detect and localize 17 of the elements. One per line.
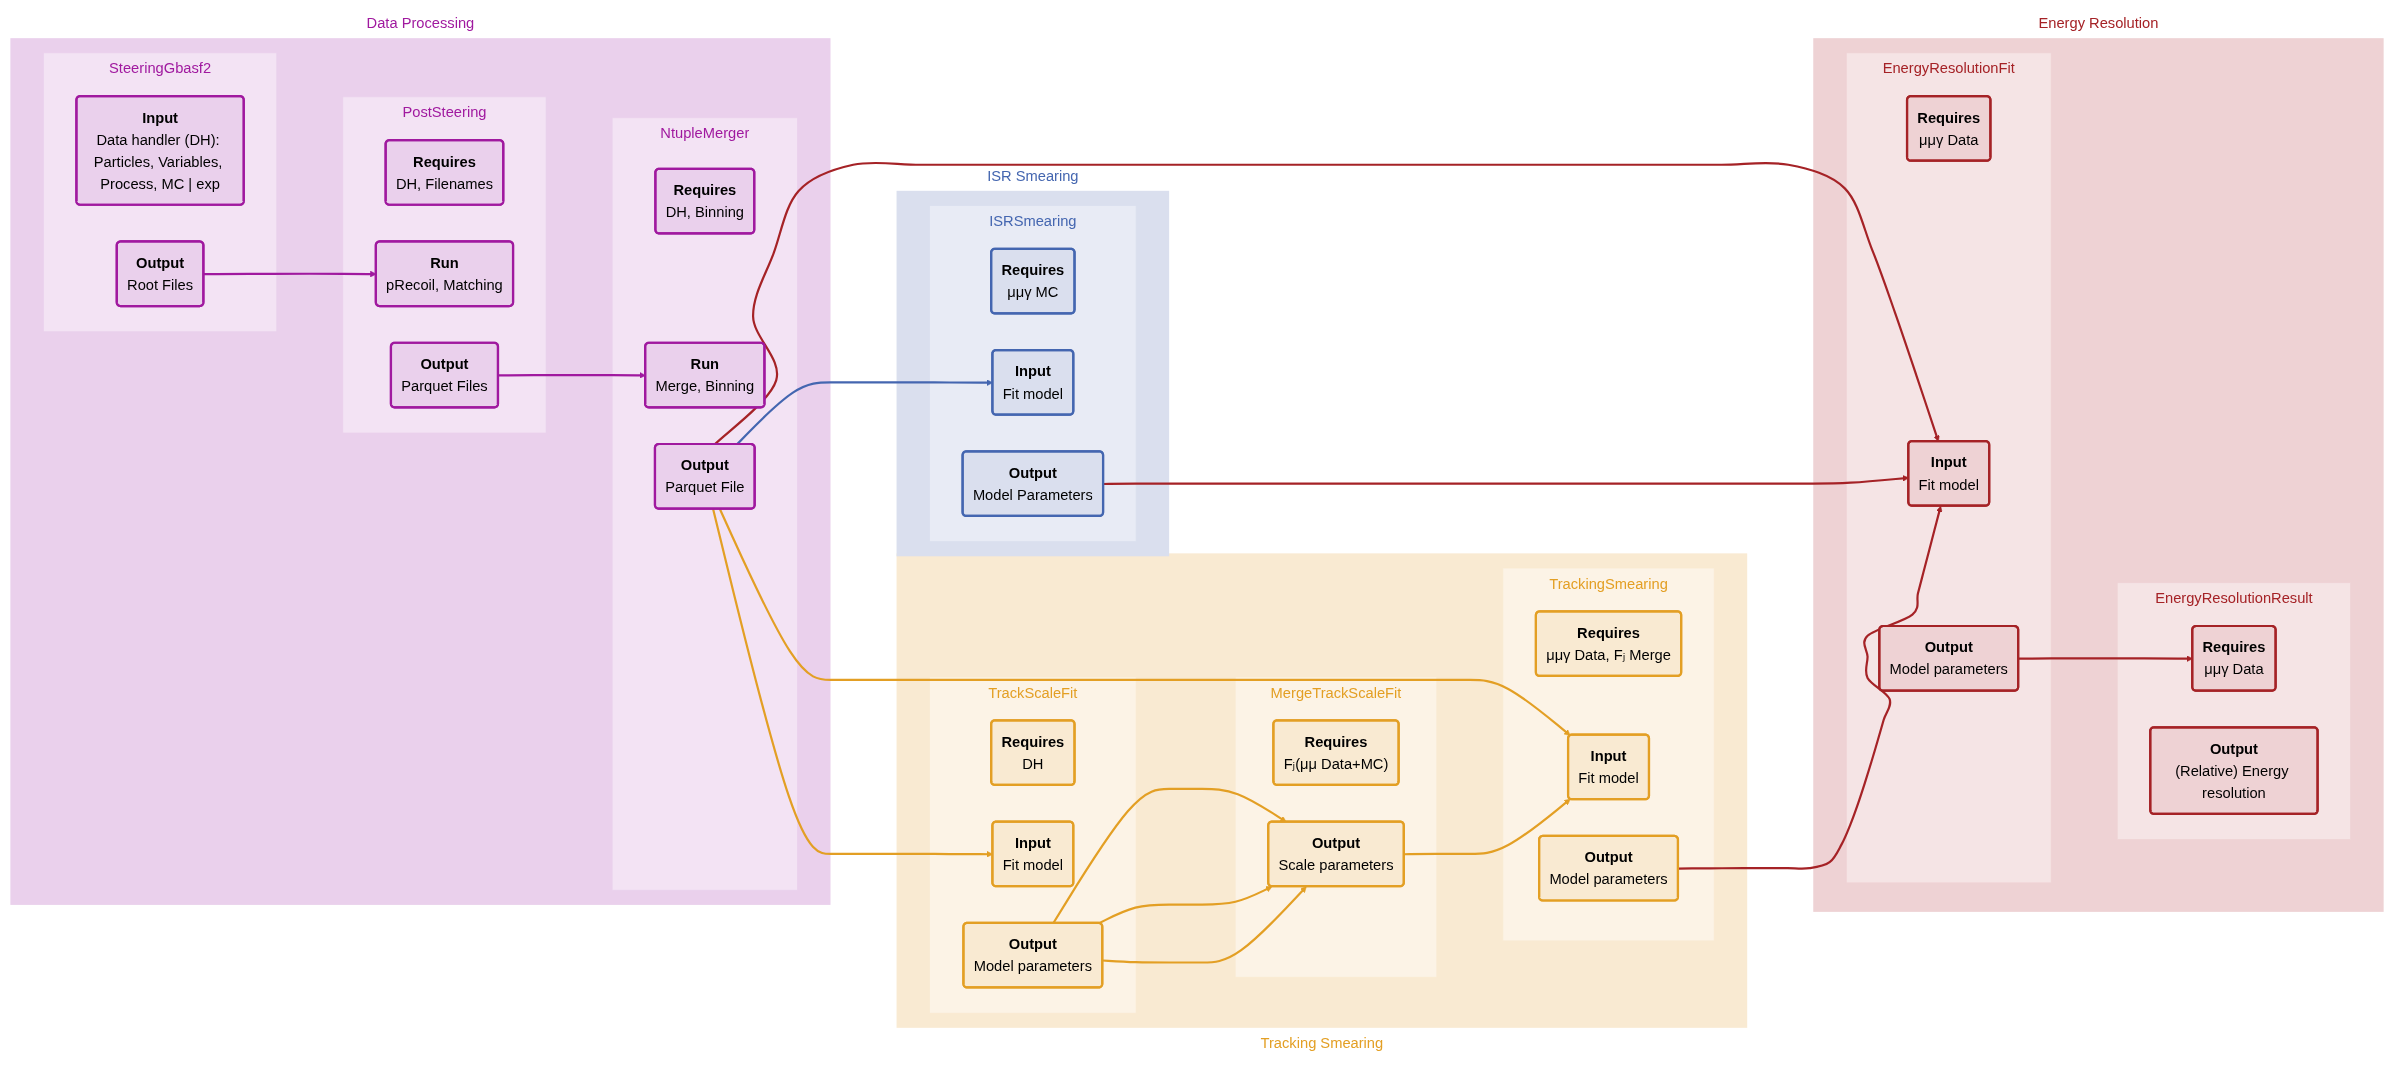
- node-label: Data Processing: [366, 14, 475, 31]
- node-label: Tracking Smearing: [1260, 1035, 1384, 1052]
- cluster: [896, 190, 1170, 557]
- arrow: [1103, 475, 1909, 486]
- arrow: [498, 372, 646, 379]
- node-label: Energy Resolution: [2038, 14, 2159, 31]
- cluster: [10, 38, 831, 905]
- arrow: [1678, 505, 1943, 870]
- arrow: [1052, 787, 1287, 924]
- cluster: [1813, 38, 2384, 912]
- arrow: [718, 508, 1571, 736]
- arrow: [2018, 655, 2193, 662]
- cluster: [896, 553, 1748, 1028]
- node-label: ISR Smearing: [987, 167, 1079, 184]
- arrow: [1098, 886, 1273, 925]
- arrow: [1404, 798, 1571, 856]
- arrow: [1102, 886, 1307, 964]
